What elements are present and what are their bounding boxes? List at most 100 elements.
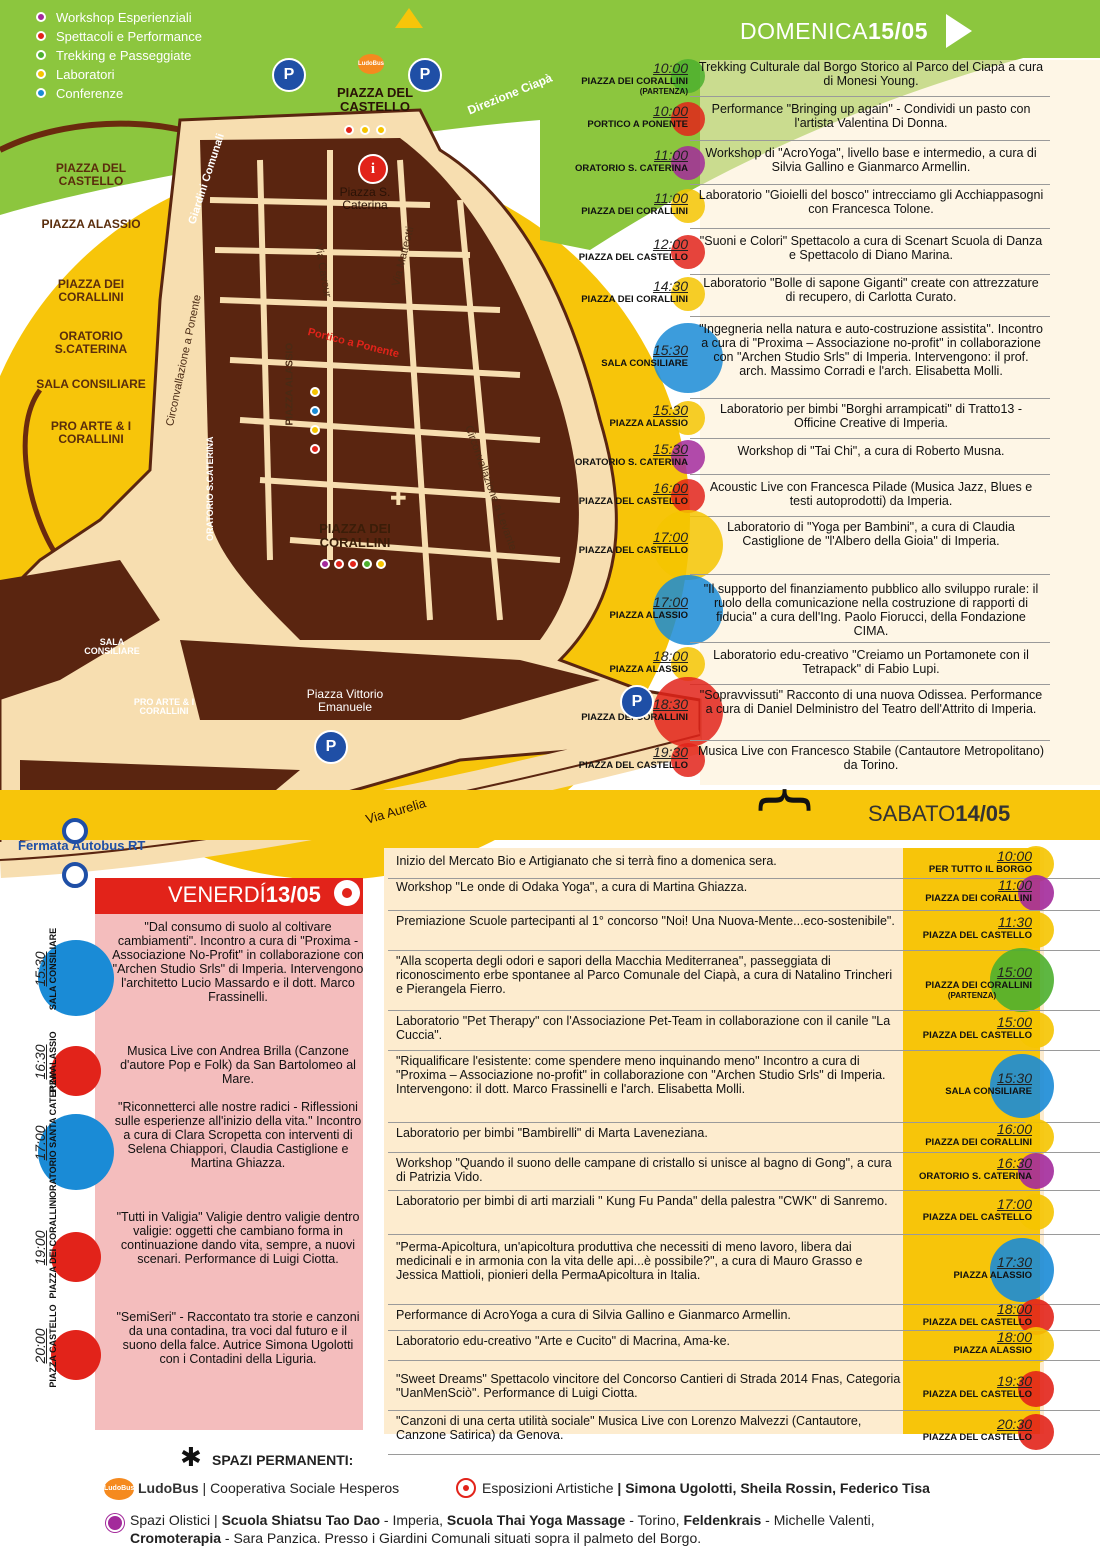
legend-item: Conferenze (36, 84, 202, 103)
event-venue: PIAZZA DEI CORALLINI (581, 206, 688, 217)
sabato-row: Performance di AcroYoga a cura di Silvia… (388, 1299, 1054, 1335)
event-venue: PIAZZA DEL CASTELLO (578, 760, 688, 771)
footer-title: SPAZI PERMANENTI: (212, 1452, 354, 1468)
artisti-list: | Simona Ugolotti, Sheila Rossin, Federi… (617, 1480, 930, 1496)
info-icon: i (358, 154, 388, 184)
event-venue: PORTICO A PONENTE (587, 119, 688, 130)
event-time: 19:30 (996, 1373, 1032, 1389)
bus-stop-icon (62, 818, 88, 844)
event-type-circle (671, 401, 705, 435)
event-venue: PIAZZA DEL CASTELLO (578, 545, 688, 556)
legend-dot-icon (36, 50, 46, 60)
event-description: Laboratorio edu-creativo "Arte e Cucito"… (396, 1334, 731, 1348)
domenica-header: DOMENICA15/05 (740, 18, 928, 45)
map-oratorio: ORATORIO S.CATERINA (205, 436, 215, 541)
row-separator (690, 274, 1050, 275)
sabato-row: Laboratorio per bimbi di arti marziali "… (388, 1192, 1054, 1232)
event-description: Workshop di "AcroYoga", livello base e i… (705, 146, 1037, 174)
event-type-circle (990, 1054, 1054, 1118)
event-description: Laboratorio "Bolle di sapone Giganti" cr… (703, 276, 1039, 304)
sabato-row: Laboratorio per bimbi "Bambirelli" di Ma… (388, 1119, 1054, 1155)
event-description: "Riqualificare l'esistente: come spender… (396, 1054, 886, 1096)
event-type-circle (671, 189, 705, 223)
event-time: 15:30 (996, 1070, 1032, 1086)
direction-arrow-icon (395, 8, 423, 28)
event-description: "Sweet Dreams" Spettacolo vincitore del … (396, 1372, 901, 1400)
event-type-circle (1018, 1371, 1054, 1407)
map-piazza-alassio: PIAZZA ALASSIO (284, 342, 296, 426)
event-description: "Dal consumo di suolo al coltivare cambi… (112, 920, 364, 1004)
event-description: "Suoni e Colori" Spettacolo a cura di Sc… (699, 234, 1043, 262)
side-place-label: ORATORIO S.CATERINA (54, 329, 128, 357)
sabato-date: 14/05 (955, 801, 1011, 826)
castello-markers (344, 122, 386, 140)
esposizioni-label: Esposizioni Artistiche (482, 1480, 614, 1496)
sabato-row: Workshop "Le onde di Odaka Yoga", a cura… (388, 875, 1054, 911)
event-description: Premiazione Scuole partecipanti al 1° co… (396, 914, 895, 928)
event-venue: PIAZZA CASTELLO (48, 1304, 58, 1388)
event-type-circle (671, 479, 705, 513)
event-type-circle (1018, 1194, 1054, 1230)
legend-dot-icon (36, 88, 46, 98)
event-description: "Tutti in Valigia" Valigie dentro valigi… (116, 1210, 360, 1266)
side-place-label: PRO ARTE & I CORALLINI (50, 419, 132, 447)
event-venue: PIAZZA DEL CASTELLO (578, 252, 688, 263)
footer-esposizioni: Esposizioni Artistiche | Simona Ugolotti… (482, 1480, 930, 1496)
event-time: 11:00 (654, 190, 688, 206)
event-time: 15:30 (652, 342, 688, 358)
row-separator (690, 438, 1050, 439)
sabato-header: SABATO14/05 (868, 801, 1010, 827)
row-separator (388, 1360, 1100, 1361)
alassio-markers (310, 384, 322, 459)
event-venue: ORATORIO S. CATERINA (575, 163, 688, 174)
event-venue: PIAZZA DEL CASTELLO (922, 930, 1032, 941)
record-dot-icon (342, 888, 352, 898)
row-separator (690, 474, 1050, 475)
bus-stop-icon (62, 862, 88, 888)
event-type-circle (653, 510, 723, 580)
row-separator (388, 1410, 1100, 1411)
map-piazza-corallini: PIAZZA DEI CORALLINI (319, 521, 391, 550)
sabato-row: "Riqualificare l'esistente: come spender… (388, 1052, 1054, 1120)
event-type-circle (990, 948, 1054, 1012)
row-separator (690, 228, 1050, 229)
event-venue: ORATORIO S. CATERINA (575, 457, 688, 468)
map-piazza-castello: PIAZZA DEL CASTELLO (336, 85, 414, 114)
event-type-circle (51, 1330, 101, 1380)
event-description: Laboratorio di "Yoga per Bambini", a cur… (727, 520, 1015, 548)
event-time: 18:30 (652, 696, 688, 712)
event-type-circle (671, 743, 705, 777)
row-separator (690, 96, 1050, 97)
event-description: Laboratorio per bimbi "Borghi arrampicat… (719, 402, 1023, 430)
event-type-circle (1018, 1414, 1054, 1450)
event-time: 16:30 (996, 1155, 1032, 1171)
event-description: Laboratorio edu-creativo "Creiamo un Por… (713, 648, 1029, 676)
event-time: 11:00 (998, 877, 1032, 893)
parking-icon: P (620, 685, 654, 719)
footer-ludobus: LudoBus | Cooperativa Sociale Hesperos (138, 1480, 399, 1496)
event-type-circle (38, 1114, 114, 1190)
domenica-date: 15/05 (867, 18, 929, 44)
event-description: "Sopravvissuti" Racconto di una nuova Od… (699, 688, 1043, 716)
row-separator (690, 140, 1050, 141)
sabato-row: "Perma-Apicoltura, un'apicoltura produtt… (388, 1238, 1054, 1302)
